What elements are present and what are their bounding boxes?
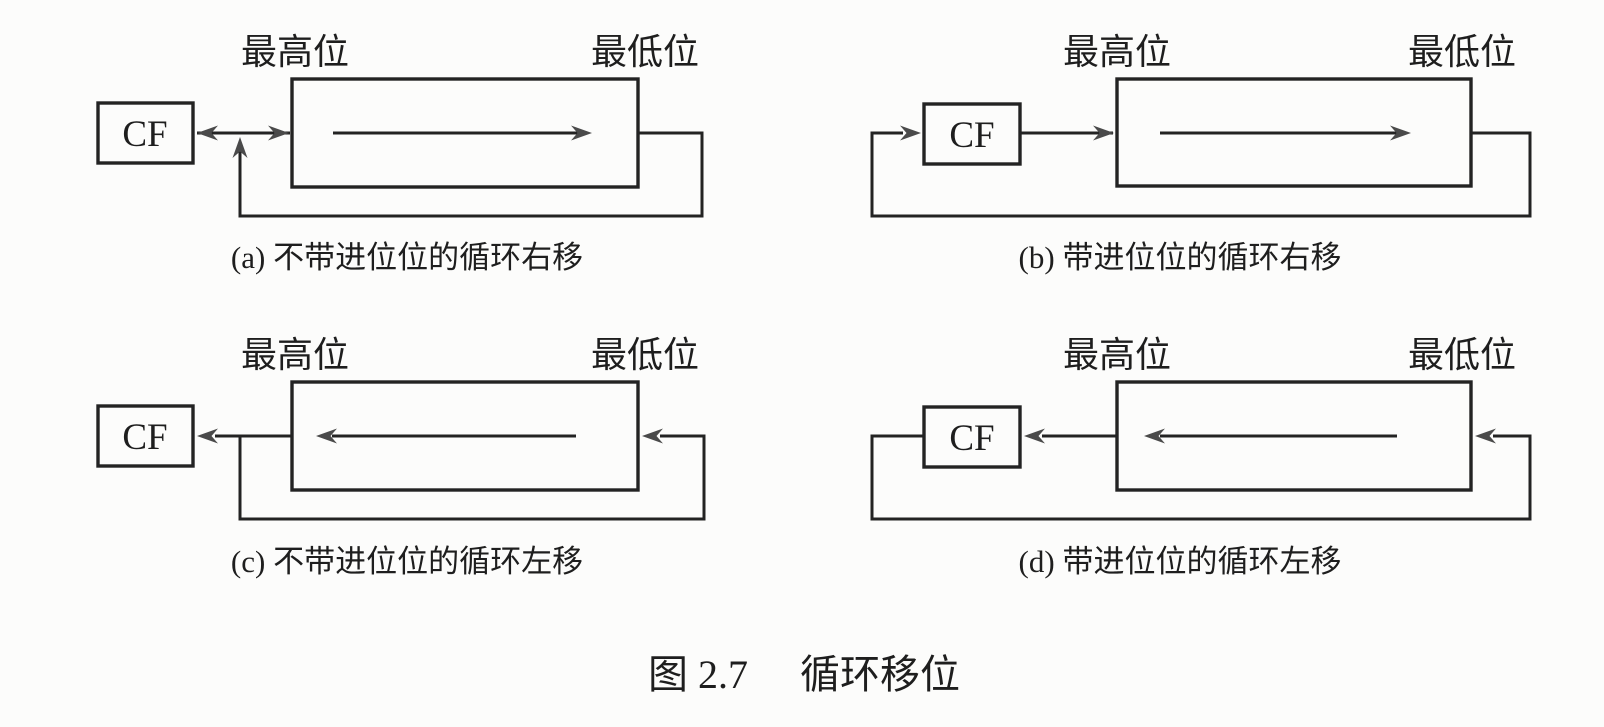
cf-label: CF [949,418,994,459]
msb-label: 最高位 [1063,32,1171,72]
arrow-into-cf-icon [1024,428,1045,444]
cf-box [96,404,195,468]
cf-box [922,405,1022,469]
cf-box [96,101,195,165]
feedback-path [870,434,1532,521]
lsb-label: 最低位 [1408,335,1516,375]
figure-title: 循环移位 [800,652,960,697]
feedback-arrow-into-cf-icon [900,125,921,141]
diagram-b-caption: (b) 带进位位的循环右移 [1019,240,1342,275]
feedback-arrow-into-register-icon [1475,428,1496,444]
cf-label: CF [122,417,167,458]
cf-label: CF [122,114,167,155]
cf-box [922,102,1022,166]
arrow-into-cf-icon [197,428,218,444]
figure-number: 图 2.7 [648,652,748,697]
feedback-arrow-into-register-icon [642,428,663,444]
diagram-c-caption: (c) 不带进位位的循环左移 [231,544,583,579]
diagram-d-caption: (d) 带进位位的循环左移 [1019,544,1342,579]
lsb-label: 最低位 [1408,32,1516,72]
figure-caption: 图 2.7 循环移位 [648,652,960,697]
msb-label: 最高位 [241,335,349,375]
diagram-a-caption: (a) 不带进位位的循环右移 [231,240,583,275]
diagram-b: 最高位 最低位 CF (b) 带进位位的循环右移 [870,32,1532,275]
cf-label: CF [949,115,994,156]
feedback-path [238,131,704,218]
feedback-path [238,434,706,521]
lsb-label: 最低位 [591,32,699,72]
msb-label: 最高位 [241,32,349,72]
diagram-c: 最高位 最低位 CF (c) 不带进位位的循环左移 [96,335,706,579]
lsb-label: 最低位 [591,335,699,375]
diagram-d: 最高位 最低位 CF (d) 带进位位的循环左移 [870,335,1532,579]
msb-label: 最高位 [1063,335,1171,375]
feedback-path [870,131,1532,218]
diagram-a: 最高位 最低位 CF (a) 不带进位位的循环右移 [96,32,704,275]
